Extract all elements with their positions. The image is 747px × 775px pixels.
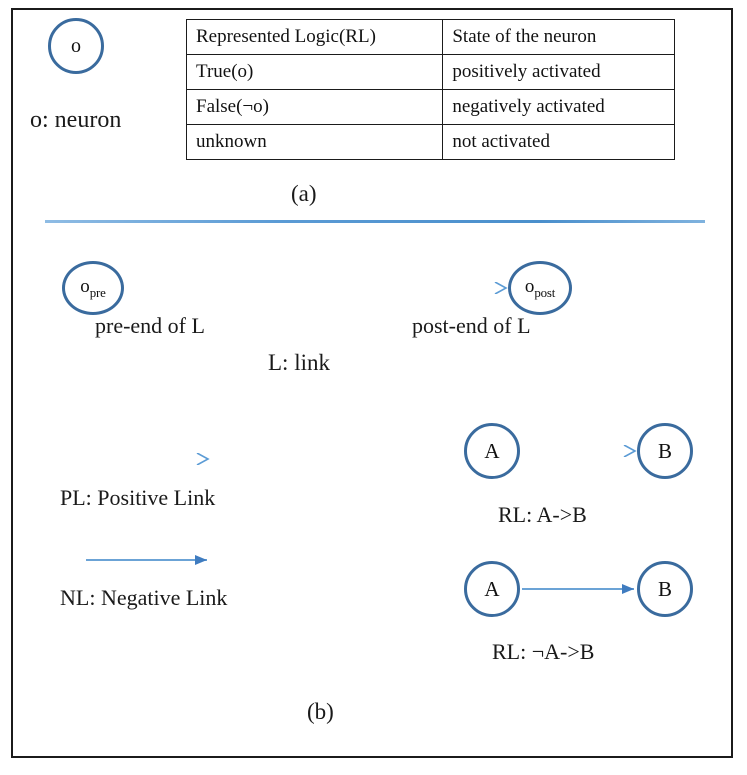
neuron-legend-text: o: neuron: [30, 107, 122, 133]
table-cell-state-positively-activated: positively activated: [442, 54, 675, 90]
example1-node-a-label: A: [484, 438, 500, 463]
example2-node-a-label: A: [484, 576, 500, 601]
neuron-circle-o: o: [48, 18, 104, 74]
table-cell-logic-false: False(¬o): [185, 89, 444, 125]
post-end-label: post-end of L: [412, 313, 531, 338]
neuron-circle-o-post: opost: [508, 261, 572, 315]
neuron-circle-o-post-label: opost: [525, 277, 555, 300]
neuron-circle-o-pre: opre: [62, 261, 124, 315]
table-header-state-of-neuron: State of the neuron: [442, 19, 675, 55]
negative-link-legend-label: NL: Negative Link: [60, 585, 228, 610]
panel-a-caption: (a): [291, 181, 317, 206]
panel-b-caption: (b): [307, 699, 334, 724]
panel-divider-line: [45, 220, 705, 223]
table-header-row: Represented Logic(RL) State of the neuro…: [185, 19, 675, 55]
o-pre-subscript: pre: [89, 284, 106, 300]
example1-node-a: A: [464, 423, 520, 479]
example2-caption: RL: ¬A->B: [492, 639, 595, 664]
table-row: unknown not activated: [185, 124, 675, 160]
link-legend-text: L: link: [268, 350, 330, 375]
example2-node-b: B: [637, 561, 693, 617]
example2-node-b-label: B: [657, 576, 672, 601]
o-pre-base: o: [80, 275, 90, 297]
o-post-base: o: [524, 275, 535, 297]
table-cell-state-not-activated: not activated: [442, 124, 675, 160]
table-cell-state-negatively-activated: negatively activated: [442, 89, 675, 125]
example1-node-b: B: [637, 423, 693, 479]
example1-node-b-label: B: [657, 438, 672, 463]
o-post-subscript: post: [534, 284, 556, 300]
pre-end-label: pre-end of L: [95, 313, 205, 338]
positive-link-legend-label: PL: Positive Link: [60, 485, 216, 510]
example1-caption: RL: A->B: [498, 502, 587, 527]
table-row: True(o) positively activated: [185, 54, 675, 90]
neuron-circle-o-pre-label: opre: [80, 275, 106, 300]
table-cell-logic-true: True(o): [185, 54, 444, 90]
table-row: False(¬o) negatively activated: [185, 89, 675, 125]
represented-logic-table: Represented Logic(RL) State of the neuro…: [185, 19, 675, 160]
example2-node-a: A: [464, 561, 520, 617]
table-cell-logic-unknown: unknown: [185, 124, 444, 160]
neuron-circle-o-label: o: [71, 35, 81, 57]
table-header-represented-logic: Represented Logic(RL): [185, 19, 444, 55]
